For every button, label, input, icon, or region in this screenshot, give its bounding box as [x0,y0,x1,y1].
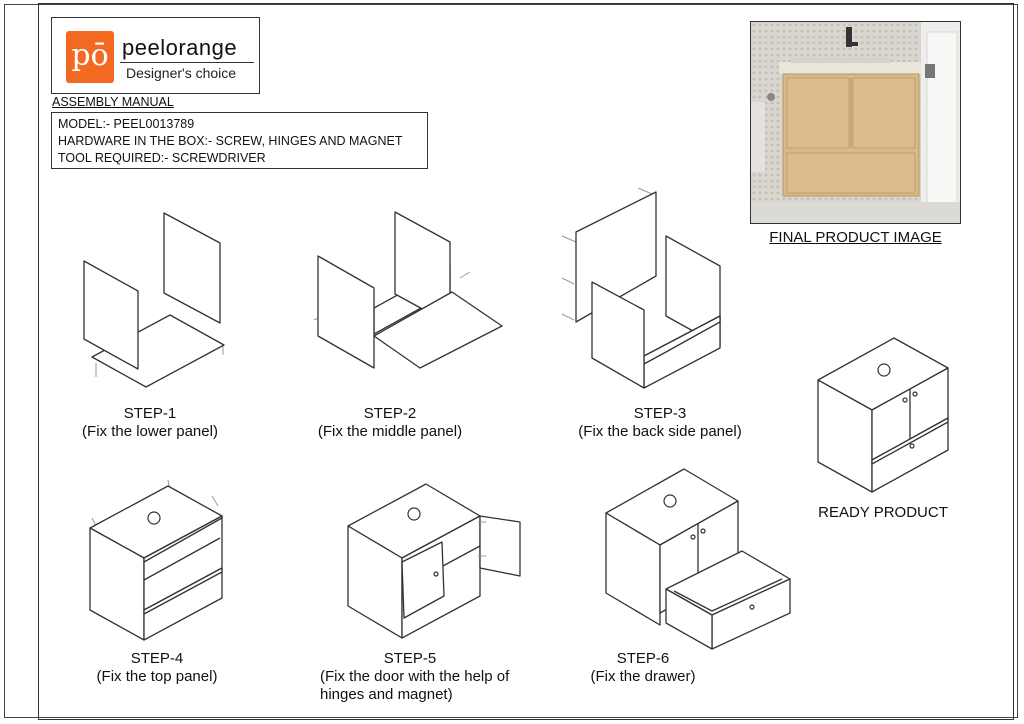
step-1-label: STEP-1 (Fix the lower panel) [60,405,240,441]
hardware-list: HARDWARE IN THE BOX:- SCREW, HINGES AND … [58,134,403,148]
step-6-label: STEP-6 (Fix the drawer) [578,650,708,686]
ready-product-diagram [817,337,949,493]
step-title: STEP-6 [616,650,670,667]
page-border [4,4,1018,718]
step-1-diagram [83,212,225,388]
step-6-diagram [605,468,791,650]
final-product-photo [750,21,961,224]
step-title: STEP-3 [633,405,687,422]
manual-title: ASSEMBLY MANUAL [52,95,174,109]
logo-block: pō peelorange Designer's choice [51,17,260,94]
step-2-label: STEP-2 (Fix the middle panel) [300,405,480,441]
step-5-diagram [347,483,521,639]
step-title: STEP-4 [130,650,184,667]
specs-box: MODEL:- PEEL0013789 HARDWARE IN THE BOX:… [51,112,428,169]
step-3-diagram [561,187,721,389]
step-4-label: STEP-4 (Fix the top panel) [72,650,242,686]
model-number: MODEL:- PEEL0013789 [58,117,195,131]
step-description: (Fix the lower panel) [82,423,218,440]
step-description-cont: hinges and magnet) [320,686,453,703]
step-2-diagram [313,211,503,369]
brand-logo-icon: pō [66,31,114,83]
tool-required: TOOL REQUIRED:- SCREWDRIVER [58,151,266,165]
brand-tagline: Designer's choice [126,65,237,81]
step-4-diagram [89,479,223,641]
step-3-label: STEP-3 (Fix the back side panel) [565,405,755,441]
step-title: STEP-1 [123,405,177,422]
step-5-label: STEP-5 (Fix the door with the help of hi… [320,650,540,704]
brand-name: peelorange [122,35,238,60]
step-description: (Fix the door with the help of [320,668,510,685]
drawing-border [38,3,1014,720]
step-title: STEP-5 [383,650,437,667]
step-description: (Fix the back side panel) [578,423,742,440]
ready-product-label: READY PRODUCT [818,504,948,521]
final-product-caption: FINAL PRODUCT IMAGE [769,229,942,246]
step-description: (Fix the top panel) [96,668,218,685]
step-description: (Fix the drawer) [590,668,696,685]
vanity-photo-illustration [751,22,960,223]
brand-divider [120,62,254,63]
step-description: (Fix the middle panel) [317,423,463,440]
step-title: STEP-2 [363,405,417,422]
